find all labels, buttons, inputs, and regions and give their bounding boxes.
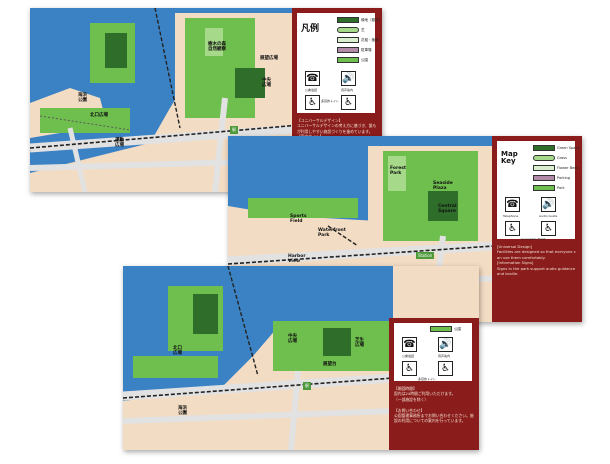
legend-swatch-park xyxy=(533,185,555,191)
telephone-icon: ☎ xyxy=(402,337,417,352)
legend-swatch-grass xyxy=(337,27,359,33)
legend-notes: [Universal Design] Facilities are design… xyxy=(497,244,576,277)
legend-label: 駐車場 xyxy=(361,48,372,52)
legend-label: 公園 xyxy=(454,327,461,331)
icon-label: 音声案内 xyxy=(341,88,354,92)
legend-card: Map Key Green Space Grass Flower Beds Pa… xyxy=(496,140,580,241)
map-label: 樹木の森 自然観察 xyxy=(208,42,226,52)
legend-swatch-park xyxy=(430,326,452,332)
legend-label: 芝 xyxy=(361,28,365,32)
icon-label: Telephone xyxy=(503,214,519,218)
legend-card: 凡例 緑地（樹林） 芝 花壇・植栽 駐車場 公園 ☎ 🔊 公衆電話 音声案内 ♿… xyxy=(296,12,382,114)
map-label: 展望台 xyxy=(323,362,337,367)
map-label: 北口広場 xyxy=(90,113,108,118)
legend-label: Parking xyxy=(557,176,570,180)
station-label: 駅 xyxy=(303,382,311,390)
legend-title: Map Key xyxy=(501,150,518,166)
speaker-icon: 🔊 xyxy=(541,197,556,212)
legend-card: 公園 ☎ 🔊 公衆電話 音声案内 ♿ ♿ 多目的トイレ xyxy=(393,322,473,382)
speaker-icon: 🔊 xyxy=(341,71,356,86)
legend-label: Flower Beds xyxy=(557,166,579,170)
station-label: 駅 xyxy=(230,126,238,134)
map-label: 海浜 公園 xyxy=(78,93,87,103)
map-label: 芝生 広場 xyxy=(355,338,364,348)
map-label: Seaside Plaza xyxy=(433,181,453,191)
legend-panel: Map Key Green Space Grass Flower Beds Pa… xyxy=(492,136,582,322)
legend-swatch-green-space xyxy=(533,145,555,151)
speaker-icon: 🔊 xyxy=(438,337,453,352)
legend-label: 緑地（樹林） xyxy=(361,18,382,22)
telephone-icon: ☎ xyxy=(505,197,520,212)
legend-label: 公園 xyxy=(361,58,368,62)
legend-label: Green Space xyxy=(557,146,580,150)
legend-label: 花壇・植栽 xyxy=(361,38,379,42)
icon-label: Accessible Toilet xyxy=(521,237,546,241)
legend-swatch-park xyxy=(337,57,359,63)
map-panel-japanese-bottom: 北口 広場 中央 広場 芝生 広場 海浜 公園 展望台 駅 公園 ☎ 🔊 公衆電… xyxy=(123,266,479,450)
accessible-toilet-icon: ♿ xyxy=(505,221,520,236)
legend-swatch-parking xyxy=(337,47,359,53)
telephone-icon: ☎ xyxy=(305,71,320,86)
map-label: Forest Park xyxy=(390,166,407,176)
map-label: Harbor View xyxy=(288,254,306,264)
legend-panel: 公園 ☎ 🔊 公衆電話 音声案内 ♿ ♿ 多目的トイレ 【開園時間】 園内は24… xyxy=(389,318,479,450)
icon-label: 多目的トイレ xyxy=(321,99,340,103)
legend-notes: 【開園時間】 園内は24時間ご利用いただけます。 （一部施設を除く） 【お問い合… xyxy=(394,386,474,424)
map-label: Sports Field xyxy=(290,214,307,224)
map-label: 中央 広場 xyxy=(262,78,271,88)
map-label: 北口 広場 xyxy=(173,346,182,356)
map-label: Waterfront Park xyxy=(318,228,346,238)
legend-swatch-flower-beds xyxy=(533,165,555,171)
legend-swatch-green-space xyxy=(337,17,359,23)
station-label: Station xyxy=(416,252,435,259)
legend-label: Grass xyxy=(557,156,567,160)
icon-label: Audio Guide xyxy=(539,214,558,218)
legend-swatch-flower-beds xyxy=(337,37,359,43)
wheelchair-icon: ♿ xyxy=(438,361,453,376)
map-label: 中央 広場 xyxy=(288,334,297,344)
map-label: 展望広場 xyxy=(260,56,278,61)
icon-label: 音声案内 xyxy=(438,354,451,358)
accessible-toilet-icon: ♿ xyxy=(402,361,417,376)
legend-title: 凡例 xyxy=(301,24,320,34)
icon-label: 公衆電話 xyxy=(402,354,415,358)
accessible-toilet-icon: ♿ xyxy=(305,95,320,110)
wheelchair-icon: ♿ xyxy=(341,95,356,110)
legend-swatch-parking xyxy=(533,175,555,181)
legend-label: Park xyxy=(557,186,565,190)
wheelchair-icon: ♿ xyxy=(541,221,556,236)
map-label: Central Square xyxy=(438,204,457,214)
map-label: 運動 広場 xyxy=(115,138,124,148)
legend-swatch-grass xyxy=(533,155,555,161)
icon-label: 多目的トイレ xyxy=(418,377,437,381)
map-label: 海浜 公園 xyxy=(178,406,187,416)
icon-label: 公衆電話 xyxy=(305,88,318,92)
